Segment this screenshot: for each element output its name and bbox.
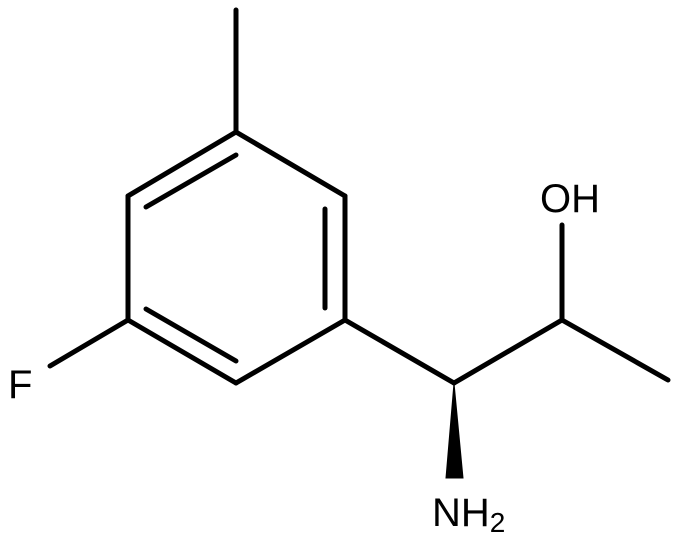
ring-bond-bottom-left	[125, 317, 239, 386]
amine-label-main: NH	[432, 491, 490, 535]
fluorine-bond	[47, 317, 131, 369]
hydroxyl-label: OH	[540, 177, 600, 221]
ring-bond-top-right	[233, 129, 348, 199]
amine-label: NH2	[432, 491, 505, 538]
fluorine-label: F	[8, 363, 32, 407]
ring-to-chiral-carbon-bond	[342, 317, 457, 386]
ring-bond-bottom-right	[233, 317, 348, 386]
wedge-bond-to-amine	[445, 382, 464, 479]
ring-bond-top-left	[125, 129, 239, 199]
terminal-methyl-bond	[559, 317, 671, 383]
ring-double-bond-top-left	[143, 152, 239, 210]
chiral-to-carbinol-bond	[451, 317, 565, 386]
amine-label-subscript: 2	[490, 507, 506, 538]
ring-double-bond-bottom-left	[143, 306, 239, 364]
benzene-ring	[125, 129, 348, 386]
